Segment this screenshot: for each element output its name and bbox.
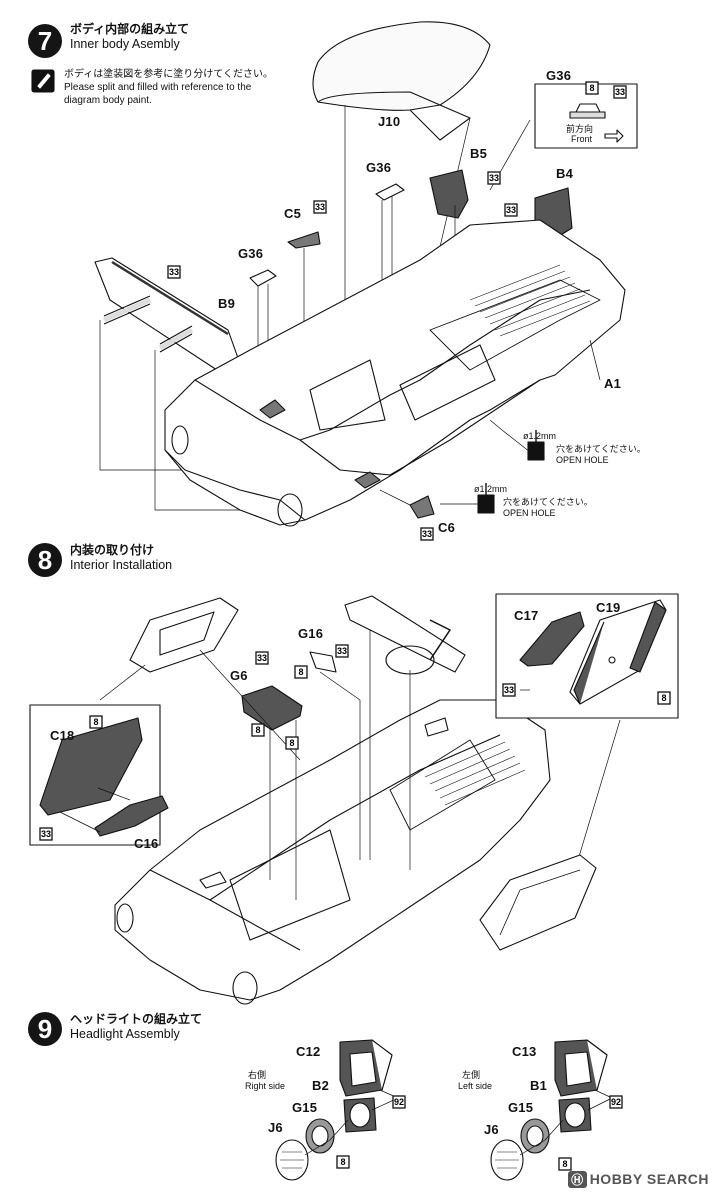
label-b9: B9 bbox=[218, 296, 236, 311]
step-9-number: 9 bbox=[28, 1012, 62, 1046]
step-8-title-en: Interior Installation bbox=[70, 558, 173, 572]
part-b5-shape bbox=[429, 169, 469, 219]
part-g16-shape bbox=[309, 651, 337, 673]
part-c6-shape bbox=[409, 495, 435, 519]
label-c19: C19 bbox=[596, 600, 621, 615]
step-7-title-jp: ボディ内部の組み立て bbox=[70, 22, 190, 36]
svg-text:33: 33 bbox=[337, 646, 347, 656]
step-9-title-jp: ヘッドライトの組み立て bbox=[70, 1012, 203, 1026]
label-j6-right: J6 bbox=[268, 1120, 283, 1135]
label-b1: B1 bbox=[530, 1078, 548, 1093]
svg-text:33: 33 bbox=[422, 529, 432, 539]
label-c6: C6 bbox=[438, 520, 456, 535]
front-label-jp: 前方向 bbox=[566, 124, 594, 134]
svg-text:33: 33 bbox=[41, 829, 51, 839]
label-j6-left: J6 bbox=[484, 1122, 499, 1137]
label-g36-left: G36 bbox=[238, 246, 264, 261]
svg-text:8: 8 bbox=[589, 83, 594, 93]
hole-note-1-jp: 穴をあけてください。 bbox=[556, 444, 646, 454]
label-g16: G16 bbox=[298, 626, 324, 641]
svg-text:33: 33 bbox=[489, 173, 499, 183]
label-c5: C5 bbox=[284, 206, 302, 221]
watermark-badge: Ⓗ bbox=[568, 1171, 587, 1188]
svg-text:8: 8 bbox=[340, 1157, 345, 1167]
label-a1: A1 bbox=[604, 376, 622, 391]
label-c12: C12 bbox=[296, 1044, 321, 1059]
part-c18-shape bbox=[39, 717, 143, 816]
svg-text:33: 33 bbox=[315, 202, 325, 212]
step-8-title: 内装の取り付け Interior Installation bbox=[70, 543, 172, 573]
svg-text:33: 33 bbox=[169, 267, 179, 277]
label-g15-left: G15 bbox=[508, 1100, 534, 1115]
label-b5: B5 bbox=[470, 146, 488, 161]
paint-note-en1: Please split and filled with reference t… bbox=[64, 82, 252, 93]
part-c16-shape bbox=[94, 795, 169, 837]
right-side-jp: 右側 bbox=[248, 1070, 267, 1080]
label-c13: C13 bbox=[512, 1044, 537, 1059]
hole-note-1-en: OPEN HOLE bbox=[556, 455, 609, 465]
body-interior-shape bbox=[114, 699, 551, 1001]
label-j10: J10 bbox=[378, 114, 401, 129]
svg-text:8: 8 bbox=[298, 667, 303, 677]
step-7-title-en: Inner body Asembly bbox=[70, 37, 180, 51]
step-8-title-jp: 内装の取り付け bbox=[70, 543, 155, 557]
step-7-title: ボディ内部の組み立て Inner body Asembly bbox=[70, 22, 189, 52]
left-side-jp: 左側 bbox=[462, 1070, 481, 1080]
svg-text:33: 33 bbox=[506, 205, 516, 215]
label-b4: B4 bbox=[556, 166, 574, 181]
step-9-title-en: Headlight Assembly bbox=[70, 1027, 180, 1041]
label-g36-box: G36 bbox=[546, 68, 572, 83]
right-side-en: Right side bbox=[245, 1081, 286, 1091]
hole-note-1-size: ø1.2mm bbox=[523, 431, 557, 441]
part-a1-shape bbox=[164, 219, 626, 526]
left-side-en: Left side bbox=[458, 1081, 493, 1091]
step-9-title: ヘッドライトの組み立て Headlight Assembly bbox=[70, 1012, 202, 1042]
part-j10-shape bbox=[312, 21, 491, 111]
hole-note-2-en: OPEN HOLE bbox=[503, 508, 556, 518]
part-c5-shape bbox=[287, 231, 321, 249]
svg-text:33: 33 bbox=[257, 653, 267, 663]
step-8-number: 8 bbox=[28, 543, 62, 577]
svg-text:8: 8 bbox=[289, 738, 294, 748]
label-c17: C17 bbox=[514, 608, 539, 623]
front-label-en: Front bbox=[571, 134, 593, 144]
svg-text:33: 33 bbox=[615, 87, 625, 97]
paint-note-jp: ボディは塗装図を参考に塗り分けてください。 bbox=[64, 69, 273, 80]
label-g6: G6 bbox=[230, 668, 248, 683]
color-code-33: 33 8 33 33 33 33 33 33 33 8 8 8 8 33 33 … bbox=[39, 81, 671, 1171]
label-c16: C16 bbox=[134, 836, 159, 851]
hole-note-2-size: ø1.2mm bbox=[474, 484, 508, 494]
label-g15-right: G15 bbox=[292, 1100, 318, 1115]
part-g6-shape bbox=[241, 685, 303, 731]
label-c18: C18 bbox=[50, 728, 75, 743]
svg-text:8: 8 bbox=[93, 717, 98, 727]
svg-text:8: 8 bbox=[661, 693, 666, 703]
paint-note-en2: diagram body paint. bbox=[64, 95, 152, 106]
watermark-text: HOBBY SEARCH bbox=[589, 1171, 709, 1187]
svg-text:8: 8 bbox=[255, 725, 260, 735]
svg-text:92: 92 bbox=[394, 1097, 404, 1107]
part-c17-shape bbox=[519, 611, 585, 667]
svg-text:33: 33 bbox=[504, 685, 514, 695]
label-b2: B2 bbox=[312, 1078, 330, 1093]
step-7-number: 7 bbox=[28, 24, 62, 58]
svg-text:92: 92 bbox=[611, 1097, 621, 1107]
label-g36-mid: G36 bbox=[366, 160, 392, 175]
hole-note-2-jp: 穴をあけてください。 bbox=[503, 497, 593, 507]
paint-note: ボディは塗装図を参考に塗り分けてください。 Please split and f… bbox=[64, 68, 273, 107]
svg-text:8: 8 bbox=[562, 1159, 567, 1169]
